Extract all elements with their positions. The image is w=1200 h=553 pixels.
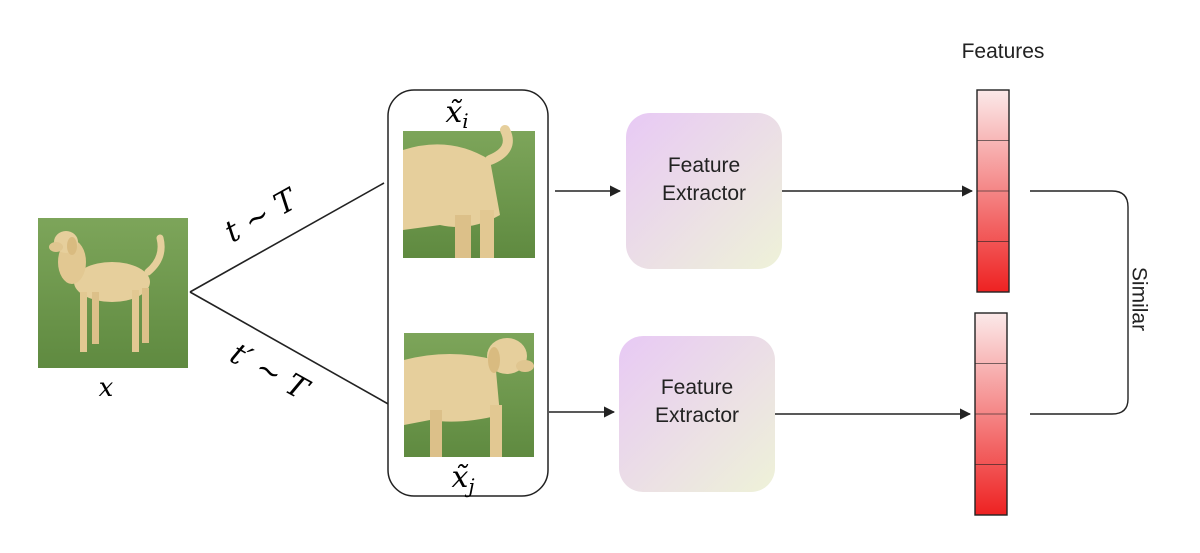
input-dog-image	[38, 218, 188, 368]
dog-front-crop-icon	[404, 338, 534, 457]
view-j-image	[404, 333, 534, 457]
feature-extractor-top: Feature Extractor	[626, 113, 782, 269]
extractor-bottom-line2: Extractor	[655, 404, 739, 427]
dog-photo-icon	[49, 231, 165, 352]
feature-vector-bottom	[974, 312, 1008, 516]
extractor-top-line2: Extractor	[662, 182, 746, 205]
view-j-label: x̃j	[451, 460, 474, 498]
view-i-image	[403, 125, 535, 258]
feature-extractor-bottom: Feature Extractor	[619, 336, 775, 492]
branch-bottom-label: t′ ∼ T	[224, 336, 315, 408]
view-i-label: x̃i	[445, 95, 468, 133]
similar-label: Similar	[1127, 267, 1150, 331]
extractor-top-line1: Feature	[668, 154, 740, 177]
extractor-bottom-line1: Feature	[661, 376, 733, 399]
feature-vector-top	[976, 89, 1010, 293]
branch-top-label: t ∼ T	[219, 181, 304, 250]
branch-line-bottom	[189, 291, 391, 406]
input-label: x	[99, 373, 114, 403]
branch-line-top	[189, 182, 385, 293]
features-title: Features	[962, 40, 1045, 63]
dog-rear-crop-icon	[403, 125, 513, 258]
similarity-bracket	[1030, 190, 1129, 415]
